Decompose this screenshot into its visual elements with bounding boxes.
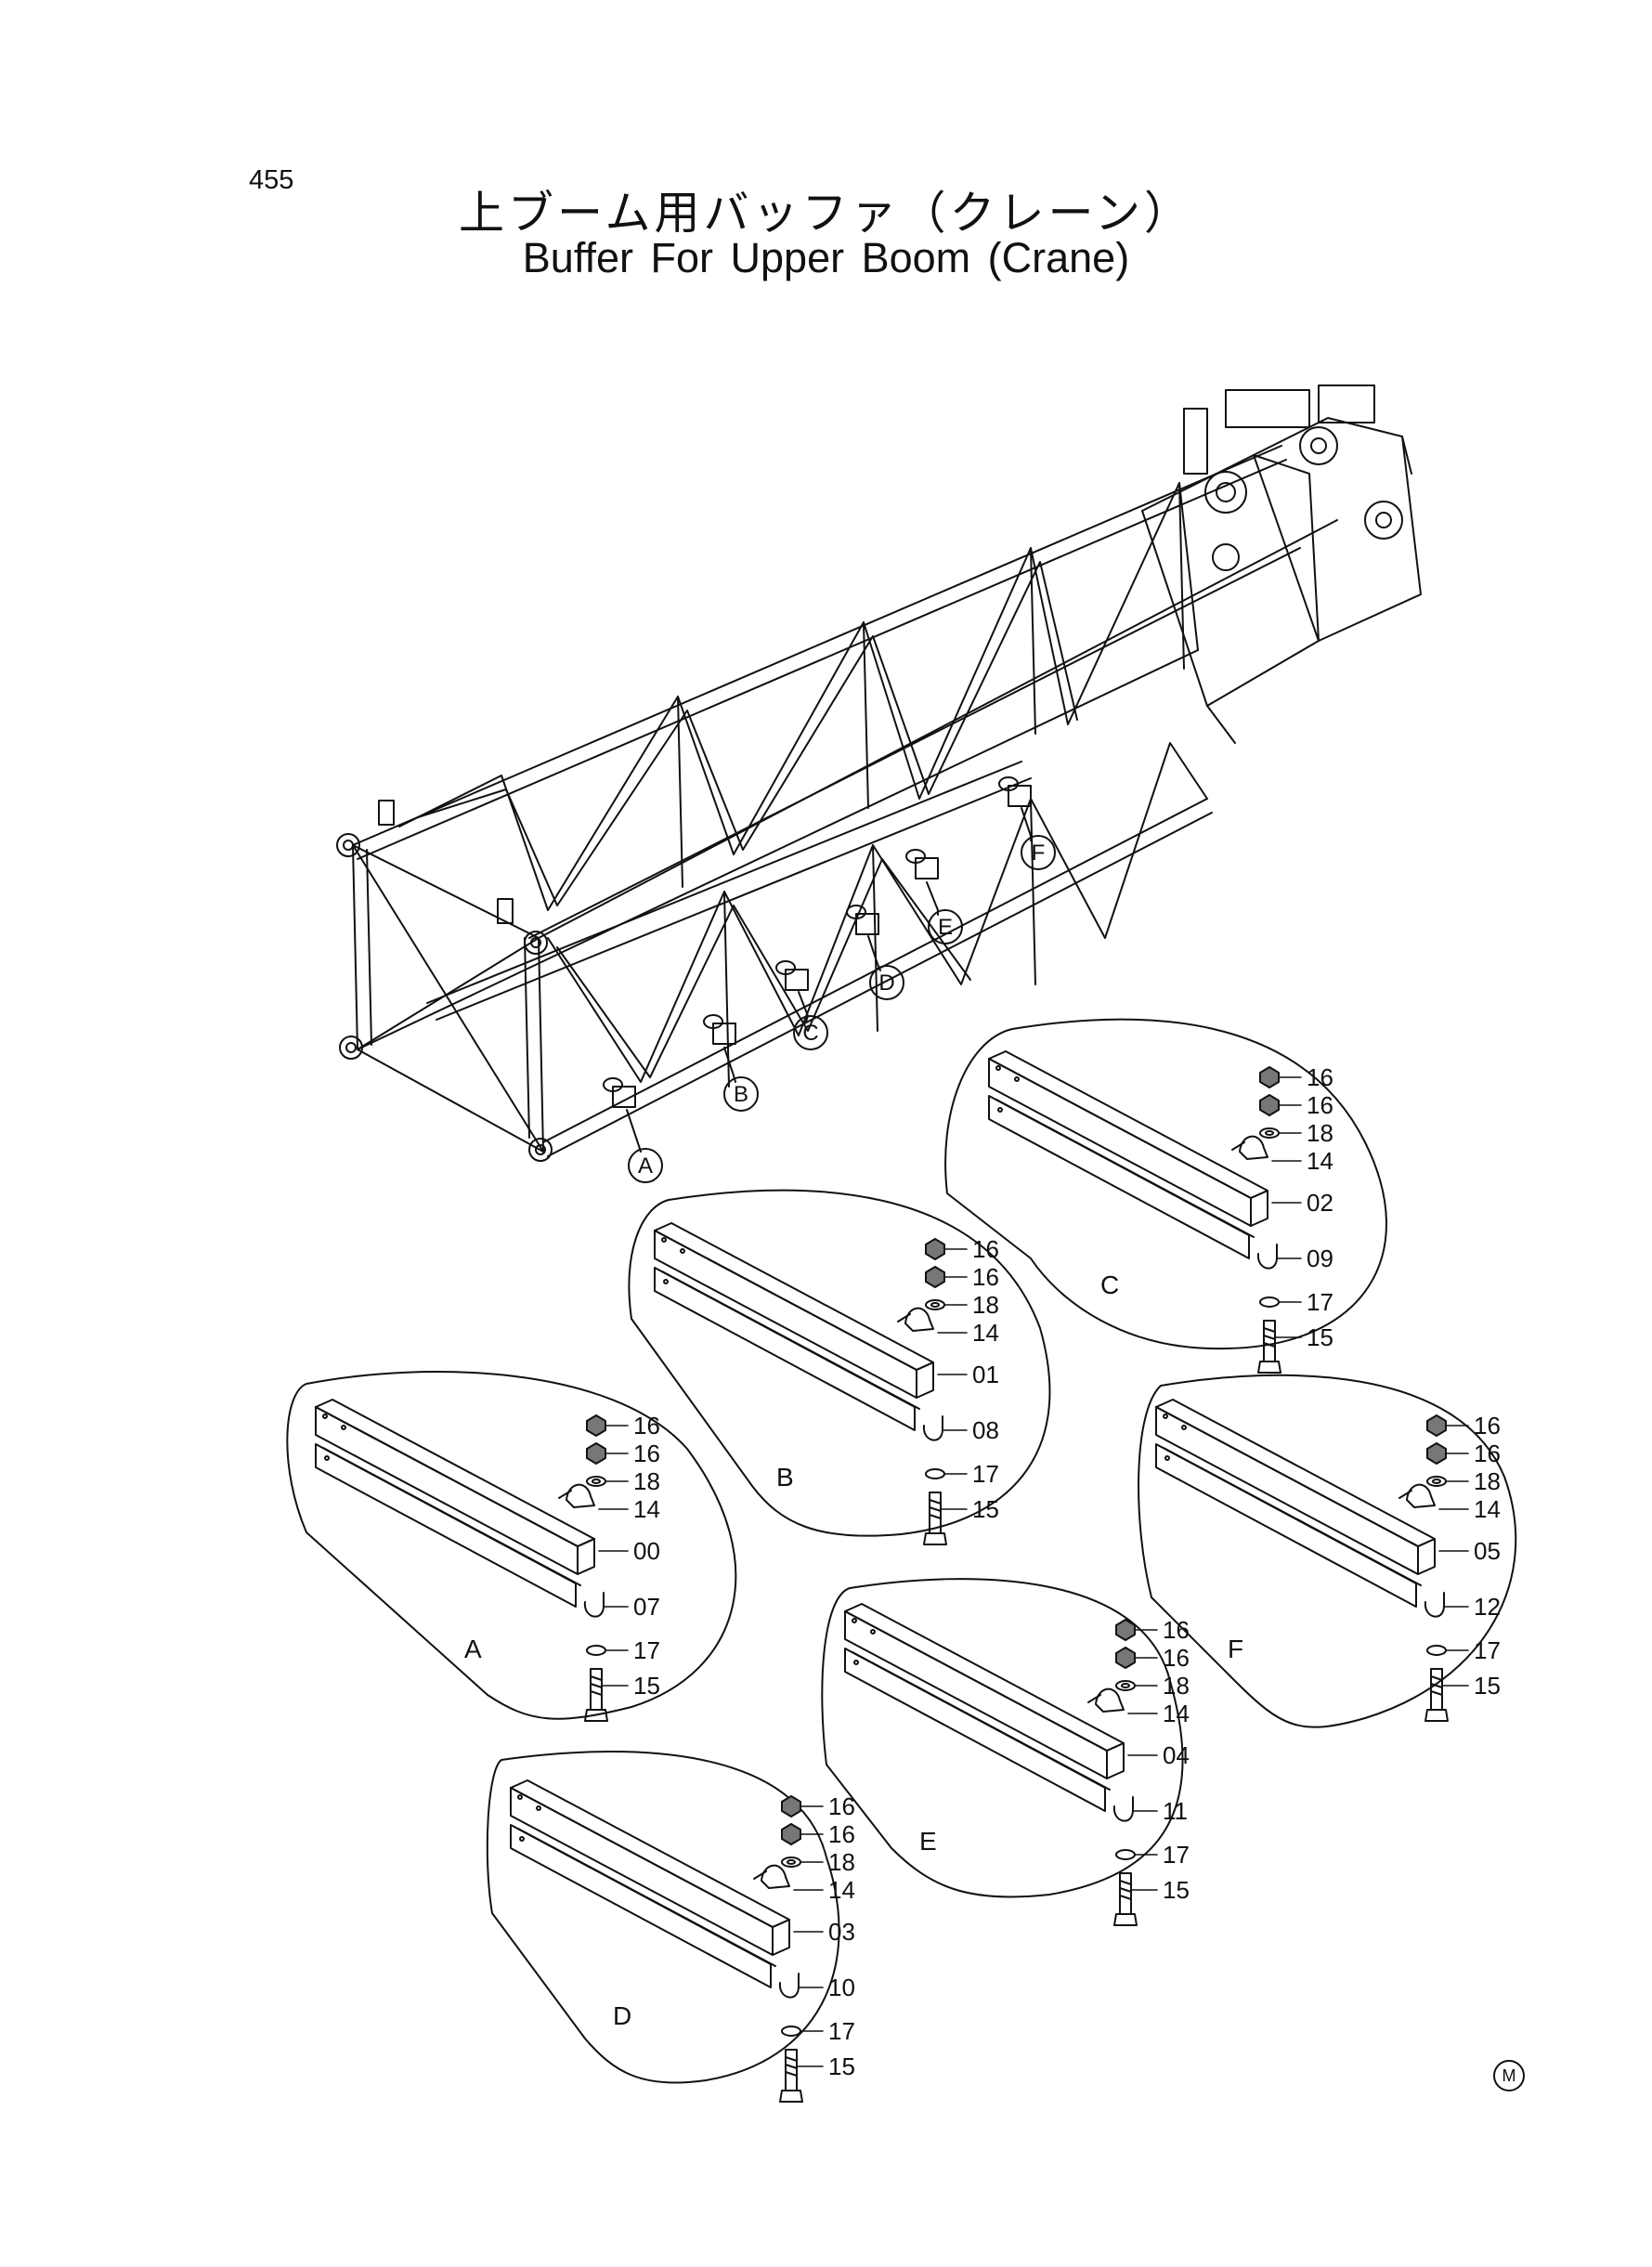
part-number-label: 16 — [972, 1263, 999, 1291]
part-number-label: 12 — [1474, 1593, 1501, 1621]
part-number-label: 08 — [972, 1416, 999, 1444]
part-number-label: 17 — [1163, 1841, 1190, 1869]
location-marker-letter: E — [938, 915, 953, 940]
part-number-label: 04 — [1163, 1741, 1190, 1769]
part-number-label: 11 — [1163, 1797, 1188, 1825]
part-number-label: 14 — [1474, 1495, 1501, 1523]
part-number-label: 15 — [828, 2052, 855, 2080]
detail-letter: A — [464, 1635, 482, 1663]
part-number-label: 14 — [828, 1876, 855, 1904]
part-number-label: 14 — [1163, 1700, 1190, 1727]
part-number-label: 05 — [1474, 1537, 1501, 1565]
part-number-label: 17 — [1474, 1636, 1501, 1664]
part-labels: ABCDEF1616181400071715A1616181401081715B… — [464, 835, 1501, 2080]
part-number-label: 16 — [633, 1440, 660, 1467]
location-marker-e: E — [928, 909, 963, 945]
part-number-label: 15 — [1474, 1672, 1501, 1700]
part-number-label: 15 — [633, 1672, 660, 1700]
detail-sketch-d — [510, 1779, 803, 2103]
location-marker-letter: F — [1032, 840, 1046, 866]
part-number-label: 01 — [972, 1361, 999, 1388]
part-number-label: 16 — [633, 1412, 660, 1440]
part-number-label: 18 — [1163, 1672, 1190, 1700]
part-number-label: 16 — [1163, 1644, 1190, 1672]
part-number-label: 18 — [633, 1467, 660, 1495]
title-english: Buffer For Upper Boom (Crane) — [522, 234, 1130, 281]
part-number-label: 14 — [633, 1495, 660, 1523]
part-number-label: 16 — [1474, 1440, 1501, 1467]
location-marker-b: B — [723, 1076, 759, 1112]
location-marker-letter: B — [734, 1082, 748, 1107]
part-number-label: 18 — [828, 1848, 855, 1876]
part-number-label: 16 — [1474, 1412, 1501, 1440]
part-number-label: 18 — [1307, 1119, 1333, 1147]
part-number-label: 16 — [1307, 1091, 1333, 1119]
detail-sketch-b — [654, 1222, 947, 1545]
location-marker-a: A — [628, 1148, 663, 1183]
part-number-label: 07 — [633, 1593, 660, 1621]
detail-sketch-f — [1155, 1399, 1449, 1722]
location-marker-c: C — [793, 1015, 828, 1050]
part-number-label: 15 — [972, 1495, 999, 1523]
part-number-label: 16 — [1163, 1616, 1190, 1644]
part-number-label: 18 — [1474, 1467, 1501, 1495]
part-number-label: 17 — [828, 2017, 855, 2045]
location-marker-d: D — [869, 965, 904, 1000]
detail-sketch-e — [844, 1603, 1138, 1926]
part-number-label: 02 — [1307, 1189, 1333, 1217]
part-number-label: 16 — [828, 1792, 855, 1820]
boom-lattice — [336, 384, 1422, 1162]
detail-letter: C — [1100, 1270, 1119, 1299]
page-number: 455 — [249, 165, 294, 195]
part-number-label: 14 — [1307, 1147, 1333, 1175]
manufacturer-mark-icon: M — [1493, 2060, 1525, 2091]
location-marker-letter: C — [802, 1021, 818, 1046]
part-number-label: 16 — [1307, 1063, 1333, 1091]
detail-letter: D — [613, 2001, 631, 2030]
part-number-label: 16 — [828, 1820, 855, 1848]
part-number-label: 00 — [633, 1537, 660, 1565]
part-number-label: 17 — [633, 1636, 660, 1664]
location-marker-letter: A — [638, 1153, 653, 1179]
detail-sketch-c — [988, 1050, 1281, 1374]
part-number-label: 17 — [972, 1460, 999, 1488]
part-number-label: 17 — [1307, 1288, 1333, 1316]
part-number-label: 16 — [972, 1235, 999, 1263]
part-number-label: 10 — [828, 1974, 855, 2001]
detail-letter: E — [919, 1827, 937, 1856]
detail-letter: B — [776, 1463, 794, 1492]
part-number-label: 09 — [1307, 1244, 1333, 1272]
title-japanese: 上ブーム用バッファ（クレーン） — [458, 187, 1194, 240]
detail-letter: F — [1228, 1635, 1243, 1663]
location-marker-letter: D — [878, 971, 894, 996]
part-number-label: 15 — [1163, 1876, 1190, 1904]
part-number-label: 15 — [1307, 1323, 1333, 1351]
part-number-label: 03 — [828, 1918, 855, 1946]
part-number-label: 18 — [972, 1291, 999, 1319]
location-marker-f: F — [1021, 835, 1056, 870]
part-number-label: 14 — [972, 1319, 999, 1347]
